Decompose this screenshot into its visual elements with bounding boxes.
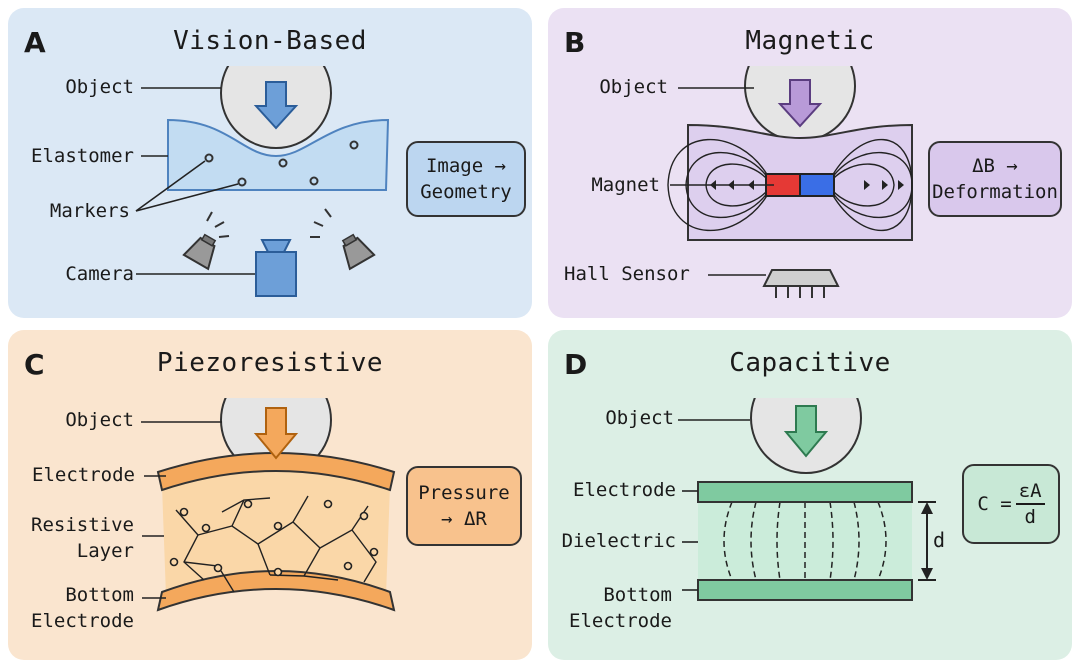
formula-lhs: C = — [977, 493, 1012, 515]
bottom-electrode — [156, 570, 396, 612]
output-line-1: Pressure — [418, 482, 510, 504]
panel-title: Piezoresistive — [156, 348, 384, 378]
output-line-1: ΔB → — [972, 155, 1018, 177]
panel-title: Capacitive — [729, 348, 891, 378]
label-hall-sensor: Hall Sensor — [564, 263, 690, 285]
leader-lines — [670, 87, 774, 276]
top-electrode — [156, 452, 396, 492]
label-bottom-electrode: Bottom Electrode — [569, 582, 672, 634]
output-line-2: Deformation — [932, 181, 1058, 203]
label-markers: Markers — [49, 200, 130, 222]
conductive-particles — [169, 499, 379, 577]
label-object: Object — [65, 409, 134, 431]
field-lines-dashed — [723, 501, 887, 581]
light-left-rays-icon — [206, 211, 230, 238]
label-magnet: Magnet — [591, 174, 660, 196]
gap-arrow-down-icon — [921, 568, 933, 580]
panel-piezoresistive: C Piezoresistive Object Electrode Resist… — [8, 330, 532, 660]
label-object: Object — [65, 76, 134, 98]
label-object: Object — [599, 76, 668, 98]
output-box: Pressure → ΔR — [406, 466, 522, 546]
leader-lines — [678, 419, 750, 591]
output-line-2: → ΔR — [441, 508, 487, 530]
output-line-1: Image → — [425, 155, 507, 177]
panel-magnetic: B Magnetic Object Magnet Hall Sensor ΔB … — [548, 8, 1072, 318]
leader-lines — [141, 421, 222, 599]
conductive-network — [175, 495, 377, 593]
label-gap-d: d — [933, 528, 946, 552]
bottom-electrode — [697, 579, 913, 601]
panel-capacitive: D Capacitive Object Electrode Dielectric… — [548, 330, 1072, 660]
label-bottom-line-1: Bottom — [603, 584, 672, 606]
panel-vision-based: A Vision-Based Object Elastomer Markers … — [8, 8, 532, 318]
press-arrow-icon — [253, 407, 299, 460]
label-electrode: Electrode — [573, 479, 676, 501]
panel-letter: A — [24, 26, 46, 59]
output-line-2: Geometry — [420, 181, 512, 203]
label-bottom-line-1: Bottom — [65, 584, 134, 606]
panel-title: Magnetic — [745, 26, 875, 56]
label-resistive-line-2: Layer — [76, 540, 134, 562]
label-bottom-line-2: Electrode — [31, 610, 134, 632]
press-arrow-icon — [253, 81, 299, 130]
press-arrow-icon — [783, 405, 829, 458]
marker-dots — [204, 140, 359, 187]
resistive-layer — [162, 464, 390, 596]
label-dielectric: Dielectric — [561, 530, 676, 552]
panel-letter: C — [24, 348, 45, 381]
elastomer-block — [167, 118, 390, 191]
label-resistive-layer: Resistive Layer — [31, 512, 134, 564]
capacitive-illustration — [678, 398, 936, 601]
vision-based-illustration — [135, 66, 390, 297]
formula-denominator: d — [1024, 506, 1036, 528]
light-left-icon — [182, 233, 217, 271]
label-resistive-line-1: Resistive — [31, 514, 134, 536]
magnet-icon — [765, 173, 835, 197]
camera-icon — [255, 239, 297, 297]
piezoresistive-illustration — [141, 398, 396, 612]
light-right-icon — [341, 233, 376, 271]
panel-title: Vision-Based — [173, 26, 367, 56]
press-arrow-icon — [777, 79, 823, 128]
panel-letter: B — [564, 26, 586, 59]
label-bottom-line-2: Electrode — [569, 610, 672, 632]
leader-lines — [135, 87, 256, 275]
label-bottom-electrode: Bottom Electrode — [31, 582, 134, 634]
hall-sensor-icon — [762, 269, 840, 298]
light-right-rays-icon — [310, 208, 332, 238]
panel-letter: D — [564, 348, 588, 381]
label-object: Object — [605, 407, 674, 429]
top-electrode — [697, 481, 913, 503]
output-box: Image → Geometry — [406, 141, 526, 217]
gap-arrow-up-icon — [921, 502, 933, 514]
output-box: ΔB → Deformation — [928, 141, 1062, 217]
magnetic-illustration — [667, 66, 913, 298]
label-electrode: Electrode — [32, 464, 135, 486]
formula-numerator: εA — [1015, 479, 1045, 505]
label-camera: Camera — [65, 263, 134, 285]
formula-fraction: εA d — [1015, 479, 1045, 529]
label-elastomer: Elastomer — [31, 145, 134, 167]
formula-box: C = εA d — [962, 464, 1060, 544]
